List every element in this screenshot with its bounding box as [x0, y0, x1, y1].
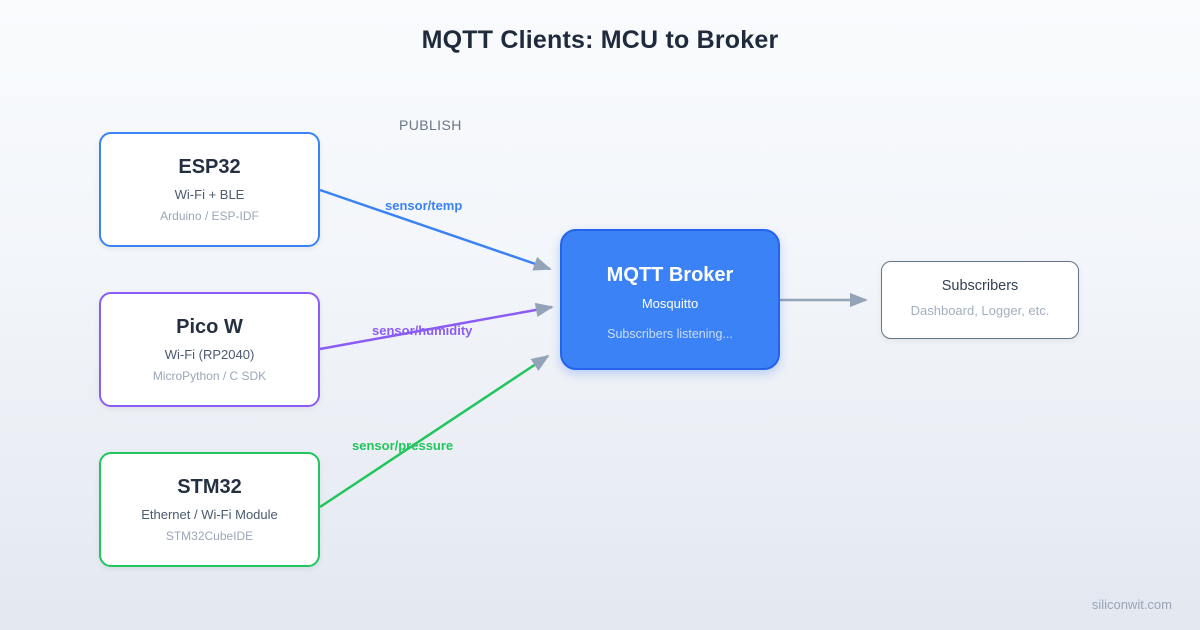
- stm32-detail: STM32CubeIDE: [165, 529, 254, 543]
- picow-name: Pico W: [176, 316, 243, 338]
- esp32-subtitle: Wi-Fi + BLE: [174, 187, 245, 202]
- edge-stm32-broker: [319, 354, 550, 509]
- publish-label: PUBLISH: [399, 117, 462, 133]
- topic-label-sensor-humidity: sensor/humidity: [372, 323, 473, 338]
- client-node-esp32: ESP32 Wi-Fi + BLE Arduino / ESP-IDF: [99, 132, 320, 247]
- subscribers-name: Subscribers: [941, 278, 1019, 294]
- broker-status: Subscribers listening...: [607, 327, 733, 341]
- broker-node: MQTT Broker Mosquitto Subscribers listen…: [560, 229, 780, 370]
- esp32-detail: Arduino / ESP-IDF: [160, 209, 259, 223]
- footer-credit: siliconwit.com: [1091, 597, 1172, 612]
- picow-detail: MicroPython / C SDK: [152, 369, 267, 383]
- esp32-name: ESP32: [178, 156, 241, 178]
- stm32-subtitle: Ethernet / Wi-Fi Module: [141, 507, 278, 522]
- picow-subtitle: Wi-Fi (RP2040): [164, 347, 255, 362]
- client-node-picow: Pico W Wi-Fi (RP2040) MicroPython / C SD…: [99, 292, 320, 407]
- page-title: MQTT Clients: MCU to Broker: [421, 26, 779, 54]
- broker-subtitle: Mosquitto: [641, 296, 699, 311]
- subscribers-subtitle: Dashboard, Logger, etc.: [910, 303, 1050, 318]
- client-node-stm32: STM32 Ethernet / Wi-Fi Module STM32CubeI…: [99, 452, 320, 567]
- topic-label-sensor-pressure: sensor/pressure: [352, 438, 454, 453]
- stm32-name: STM32: [177, 476, 242, 498]
- topic-label-sensor-temp: sensor/temp: [385, 198, 463, 213]
- subscribers-node: Subscribers Dashboard, Logger, etc.: [881, 261, 1079, 339]
- broker-name: MQTT Broker: [606, 264, 734, 286]
